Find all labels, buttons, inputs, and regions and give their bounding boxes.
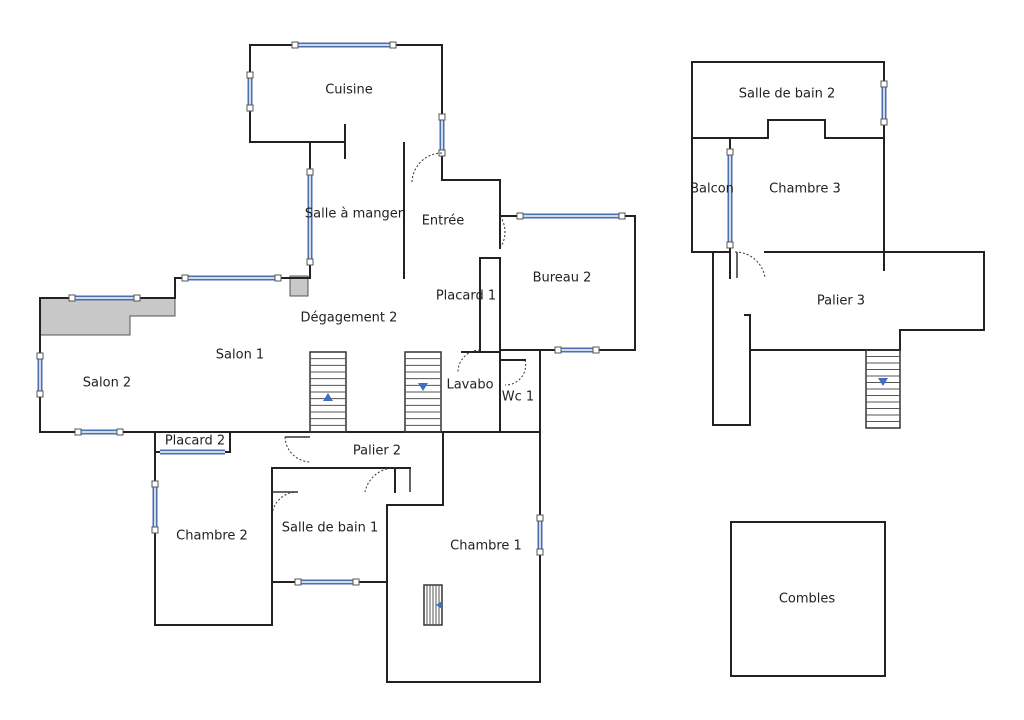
main-floor-windows (37, 42, 622, 585)
label-chambre-2: Chambre 2 (176, 529, 248, 544)
built-in-fixtures (39, 275, 309, 336)
stair-chambre-1-arrow (436, 601, 442, 609)
label-salle-de-bain-1: Salle de bain 1 (282, 521, 378, 536)
label-cuisine: Cuisine (325, 83, 373, 98)
label-palier-2: Palier 2 (353, 444, 401, 459)
palier-3-outer (712, 251, 985, 426)
chambre-1-outer (386, 431, 541, 683)
label-balcon: Balcon (690, 182, 734, 197)
label-placard-1: Placard 1 (436, 289, 496, 304)
upper-floor-windows (726, 80, 888, 249)
main-floor-doors (271, 152, 527, 518)
label-combles: Combles (779, 592, 836, 607)
salon-2-counter (39, 297, 176, 336)
label-lavabo: Lavabo (446, 378, 493, 393)
main-floor-walls (39, 44, 636, 683)
main-floor-stairs (309, 351, 443, 626)
label-placard-2: Placard 2 (165, 434, 225, 449)
combles-box (730, 521, 886, 677)
stair-down-arrow (418, 383, 428, 391)
kitchen-wall-top (249, 44, 443, 181)
label-chambre-3: Chambre 3 (769, 182, 841, 197)
label-degagement-2: Dégagement 2 (301, 311, 398, 326)
dining-pillar (289, 275, 309, 297)
sdb-2-outer (691, 61, 885, 271)
upper-floor-walls (691, 61, 985, 677)
label-salon-1: Salon 1 (216, 348, 264, 363)
placard-1-wall (479, 257, 501, 351)
balcon-outer (691, 61, 731, 253)
sdb-1-wall (271, 467, 411, 626)
label-entree: Entrée (422, 214, 465, 229)
lavabo-wall (461, 351, 501, 433)
sdb-2-inner (691, 119, 885, 139)
room-labels: Cuisine Salle à manger Entrée Placard 1 … (83, 83, 865, 607)
stair-up-arrow (323, 393, 333, 401)
label-chambre-1: Chambre 1 (450, 539, 522, 554)
label-palier-3: Palier 3 (817, 294, 865, 309)
entree-bureau-outer (441, 179, 636, 351)
label-salle-a-manger: Salle à manger (305, 207, 404, 222)
label-bureau-2: Bureau 2 (533, 271, 592, 286)
label-wc-1: Wc 1 (502, 390, 534, 405)
label-salon-2: Salon 2 (83, 376, 131, 391)
palier-3-notch (744, 314, 751, 351)
label-salle-de-bain-2: Salle de bain 2 (739, 87, 835, 102)
stair-palier-3-arrow (878, 378, 888, 386)
chambre-1-inner (386, 431, 444, 506)
upper-floor-doors (734, 251, 766, 279)
upper-floor-stairs (865, 349, 901, 429)
